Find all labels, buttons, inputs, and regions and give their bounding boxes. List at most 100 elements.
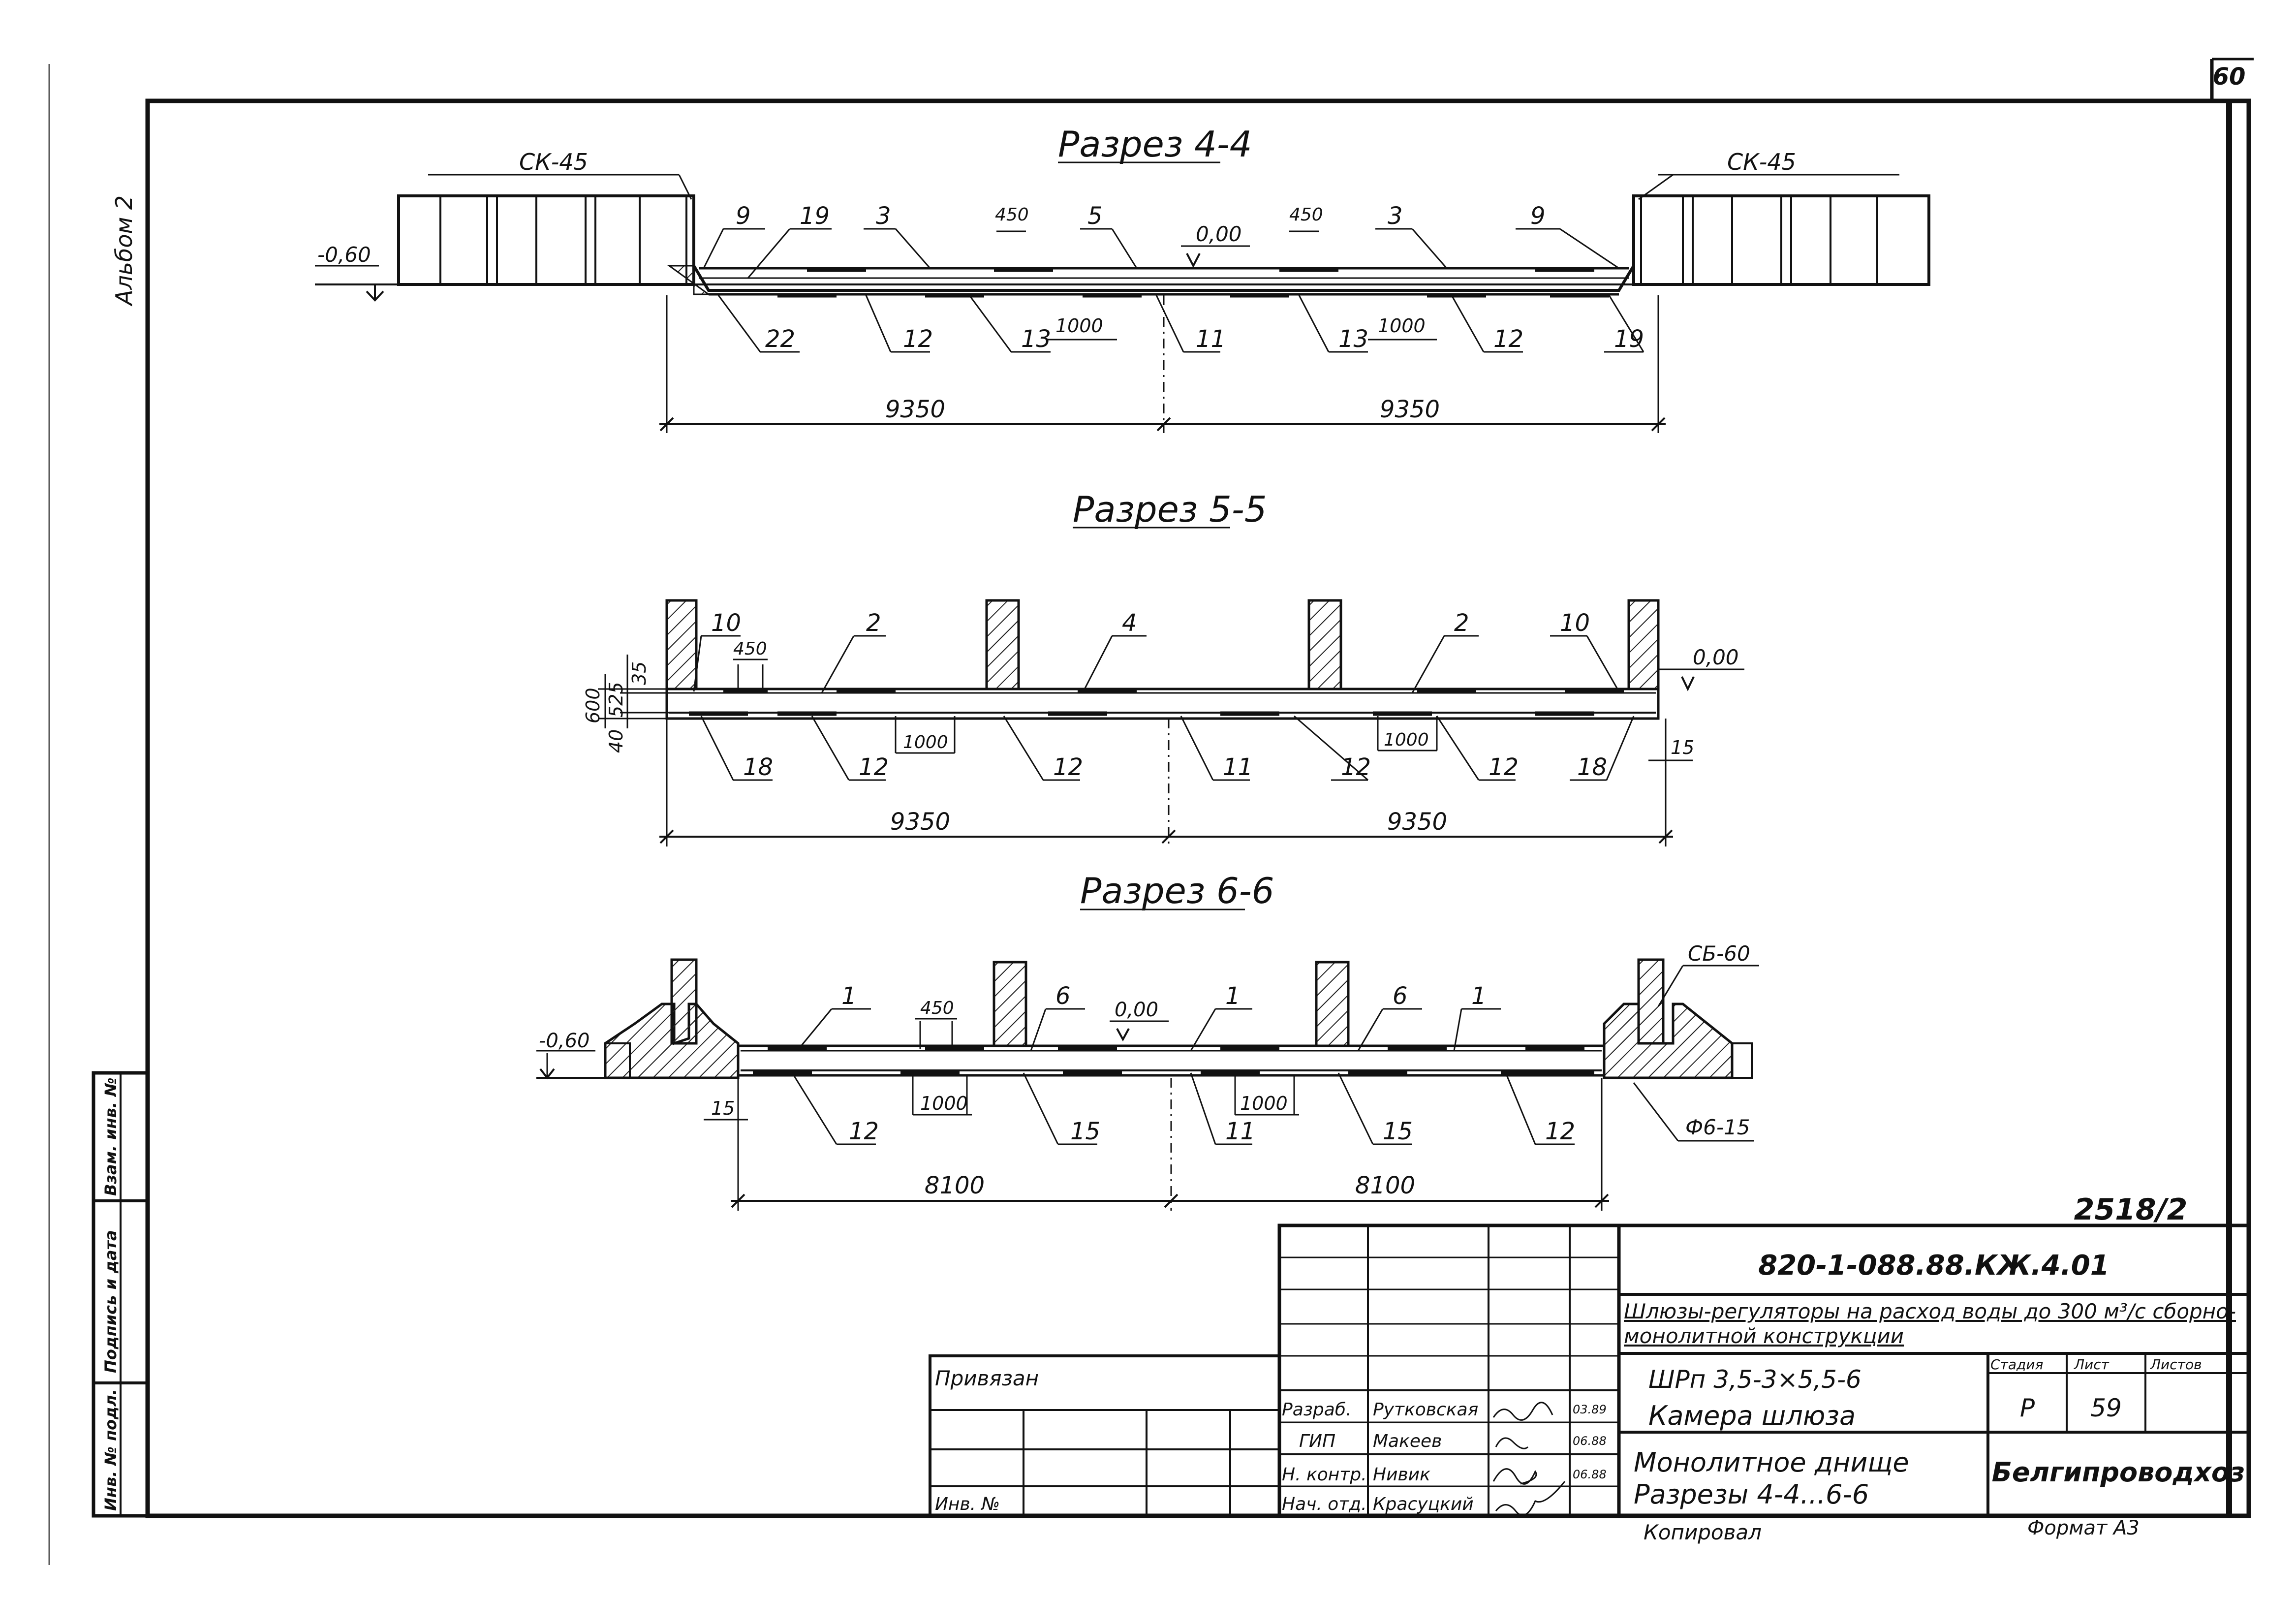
organization: Белгипроводхоз	[1992, 1457, 2245, 1488]
section-6-6-title: Разрез 6-6	[1080, 870, 1274, 911]
level-right-5-5: 0,00	[1693, 645, 1739, 669]
svg-text:10: 10	[711, 609, 741, 637]
svg-text:5: 5	[1087, 202, 1103, 230]
svg-text:15: 15	[1070, 1118, 1100, 1145]
svg-text:9: 9	[736, 202, 751, 230]
top-marks-6-6: 1 450 6 0,00 1 6 1	[796, 982, 1501, 1051]
sheet-value: 59	[2090, 1394, 2122, 1422]
svg-text:12: 12	[1545, 1118, 1575, 1145]
svg-text:0,00: 0,00	[1115, 999, 1158, 1021]
bottom-marks-4-4: 22 12 13 1000 11 13 1000 12 19	[717, 295, 1644, 353]
svg-text:ГИП: ГИП	[1299, 1431, 1335, 1451]
svg-text:450: 450	[920, 998, 954, 1018]
vertical-dims-5-5: 35 600 525 40	[582, 655, 669, 753]
svg-text:Нач. отд.: Нач. отд.	[1282, 1494, 1367, 1514]
level-center: 0,00	[1196, 222, 1242, 246]
svg-text:22: 22	[765, 325, 795, 353]
svg-text:2: 2	[1454, 609, 1469, 637]
svg-text:3: 3	[1388, 202, 1403, 230]
dim-6-6-right: 8100	[1355, 1172, 1415, 1199]
svg-text:1000: 1000	[1384, 730, 1429, 750]
bottom-marks-5-5: 18 12 1000 12 11 12 1000 12 18 15	[700, 715, 1694, 781]
title-block: Привязан Инв. № Разраб. Рутковская 03.89…	[929, 1192, 2251, 1544]
dim-6-6-left: 8100	[925, 1172, 985, 1199]
section-6-6: Разрез 6-6 -0,60	[536, 870, 1759, 1211]
svg-text:10: 10	[1560, 609, 1590, 637]
strip-cell-replace: Взам. инв. №	[101, 1077, 120, 1196]
svg-text:450: 450	[1289, 205, 1323, 225]
dim-4-4-right: 9350	[1380, 396, 1440, 423]
svg-text:03.89: 03.89	[1573, 1403, 1607, 1416]
top-marks-4-4: 9 19 3 450 5 450 3 9	[703, 202, 1619, 279]
sheets-header: Листов	[2150, 1356, 2202, 1373]
dimensions-4-4: 9350 9350	[659, 295, 1666, 433]
label-sb60: СБ-60	[1688, 941, 1750, 966]
svg-text:1: 1	[1471, 982, 1487, 1010]
dim-5-5-right: 9350	[1387, 808, 1447, 836]
svg-text:13: 13	[1338, 325, 1368, 353]
svg-text:12: 12	[903, 325, 933, 353]
level-left: -0,60	[317, 243, 371, 267]
project-title: Шлюзы-регуляторы на расход воды до 300 м…	[1624, 1299, 2236, 1348]
svg-text:35: 35	[628, 661, 650, 685]
svg-text:525: 525	[605, 682, 627, 718]
sheet-title-1: Монолитное днище	[1634, 1447, 1909, 1478]
dim-5-5-left: 9350	[890, 808, 950, 836]
svg-text:11: 11	[1223, 753, 1253, 781]
svg-text:15: 15	[1671, 737, 1694, 758]
svg-text:3: 3	[876, 202, 891, 230]
doc-code: 820-1-088.88.КЖ.4.01	[1758, 1250, 2109, 1282]
inv-no-label: Инв. №	[935, 1494, 1000, 1514]
wall-label-left: СК-45	[519, 149, 588, 175]
wall-block-left	[397, 194, 695, 286]
strip-cell-inventory: Инв. № подл.	[101, 1389, 120, 1511]
stage-value: Р	[2020, 1394, 2035, 1422]
svg-text:40: 40	[605, 729, 627, 753]
svg-text:12: 12	[1489, 753, 1519, 781]
svg-text:12: 12	[1493, 325, 1523, 353]
stage-header: Стадия	[1990, 1356, 2043, 1373]
structure-code: ШРп 3,5-3×5,5-6	[1648, 1365, 1862, 1394]
left-stamp-strip: Взам. инв. № Подпись и дата Инв. № подл.	[92, 1071, 150, 1518]
album-label: Альбом 2	[111, 195, 137, 307]
dimensions-5-5: 9350 9350	[659, 719, 1673, 846]
svg-text:6: 6	[1393, 982, 1408, 1010]
section-4-4-title: Разрез 4-4	[1058, 124, 1252, 165]
svg-text:12: 12	[859, 753, 889, 781]
svg-text:1000: 1000	[920, 1093, 968, 1114]
svg-text:11: 11	[1196, 325, 1226, 353]
svg-text:1000: 1000	[1240, 1093, 1288, 1114]
handwritten-number: 2518/2	[2074, 1192, 2188, 1227]
svg-text:1000: 1000	[1378, 315, 1426, 337]
project-title-box: Шлюзы-регуляторы на расход воды до 300 м…	[1624, 1299, 2236, 1348]
dim-4-4-left: 9350	[885, 396, 945, 423]
svg-text:12: 12	[849, 1118, 879, 1145]
dimensions-6-6: 8100 8100	[731, 1078, 1609, 1211]
svg-text:Нивик: Нивик	[1373, 1465, 1430, 1485]
section-5-5-title: Разрез 5-5	[1073, 489, 1267, 530]
svg-text:Макеев: Макеев	[1373, 1431, 1442, 1451]
svg-text:6: 6	[1055, 982, 1071, 1010]
svg-text:15: 15	[711, 1097, 735, 1119]
svg-text:Разраб.: Разраб.	[1282, 1400, 1351, 1420]
svg-text:1: 1	[1225, 982, 1241, 1010]
structure-name: Камера шлюза	[1648, 1400, 1856, 1431]
svg-text:600: 600	[582, 688, 604, 723]
copied-label: Копировал	[1644, 1520, 1762, 1544]
format-label: Формат А3	[2027, 1517, 2140, 1539]
svg-text:19: 19	[800, 202, 830, 230]
svg-text:19: 19	[1614, 325, 1644, 353]
svg-text:1000: 1000	[903, 732, 948, 752]
svg-text:2: 2	[866, 609, 881, 637]
top-marks-5-5: 10 450 2 4 2 10	[693, 609, 1620, 693]
page-number: 60	[2213, 63, 2246, 91]
svg-text:12: 12	[1053, 753, 1083, 781]
svg-text:Рутковская: Рутковская	[1373, 1400, 1478, 1420]
svg-text:450: 450	[733, 639, 767, 659]
svg-text:Красуцкий: Красуцкий	[1373, 1494, 1474, 1514]
svg-text:1: 1	[841, 982, 857, 1010]
wall-label-right: СК-45	[1727, 149, 1796, 175]
sheet-header: Лист	[2074, 1356, 2110, 1373]
sheet-title-2: Разрезы 4-4...6-6	[1634, 1479, 1869, 1510]
level-left-6-6: -0,60	[539, 1030, 590, 1052]
